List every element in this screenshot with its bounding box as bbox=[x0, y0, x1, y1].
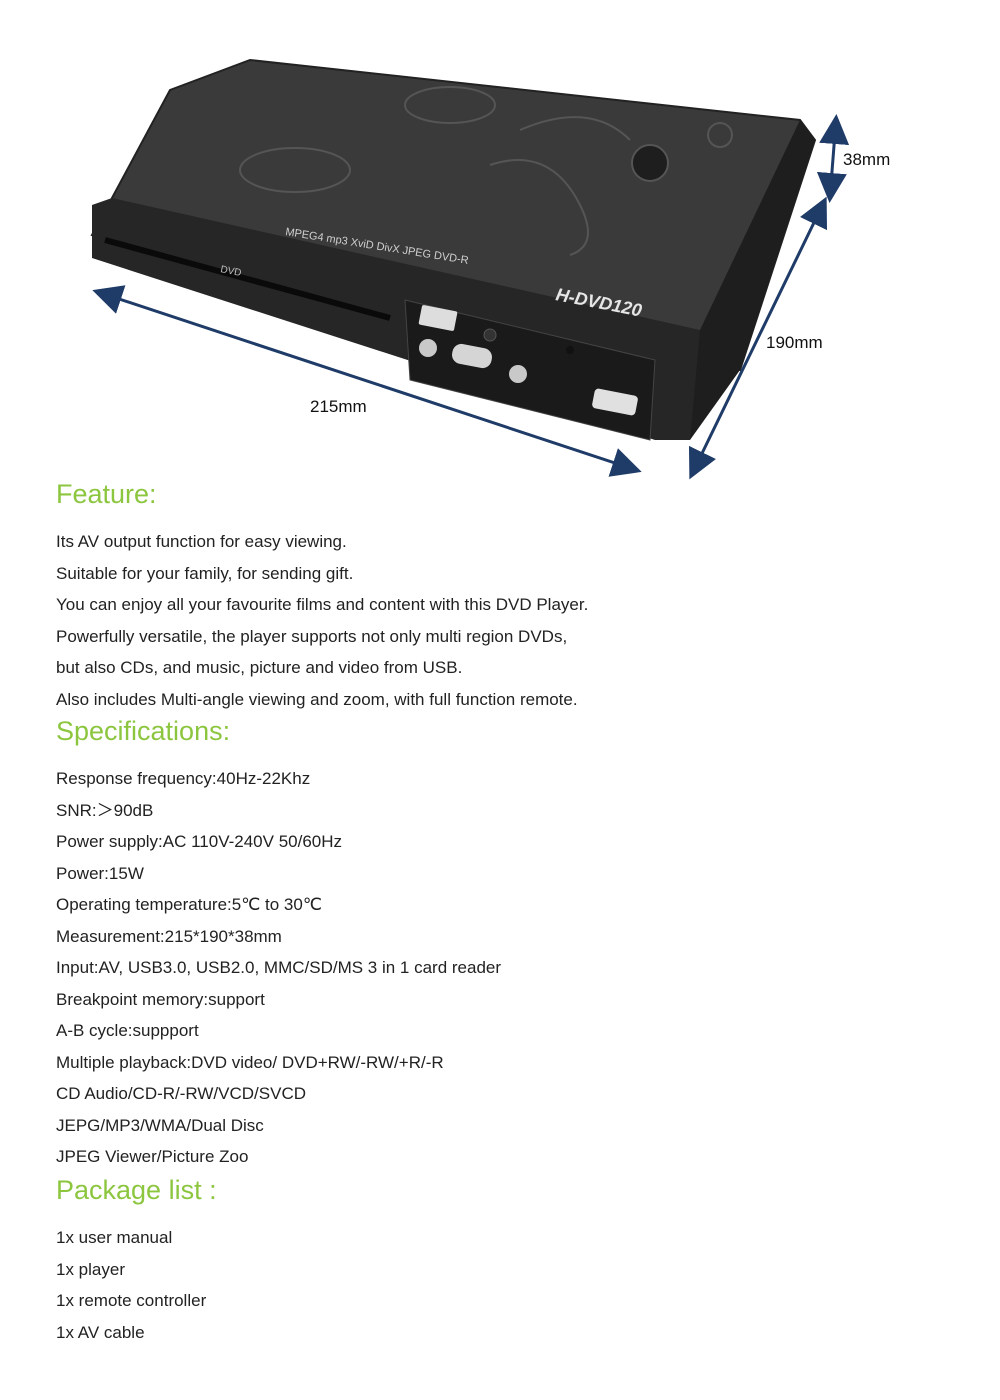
depth-arrow bbox=[688, 196, 828, 480]
spec-line: Measurement:215*190*38mm bbox=[56, 926, 282, 946]
spec-line: Response frequency:40Hz-22Khz bbox=[56, 769, 311, 788]
spec-line: CD Audio/CD-R/-RW/VCD/SVCD bbox=[56, 1084, 307, 1103]
feature-list: Its AV output function for easy viewing.… bbox=[56, 526, 956, 715]
feature-heading: Feature: bbox=[56, 479, 157, 509]
specifications-heading: Specifications: bbox=[56, 716, 231, 746]
feature-line: Also includes Multi-angle viewing and zo… bbox=[56, 689, 578, 709]
right-button bbox=[509, 365, 527, 383]
spec-line: Breakpoint memory:support bbox=[56, 989, 265, 1009]
spec-line: Operating temperature:5℃ to 30℃ bbox=[56, 895, 322, 914]
spec-line: SNR:＞90dB bbox=[56, 800, 154, 820]
spec-line: Input:AV, USB3.0, USB2.0, MMC/SD/MS 3 in… bbox=[56, 958, 502, 977]
indicator-led bbox=[566, 346, 574, 354]
feature-line: Suitable for your family, for sending gi… bbox=[56, 563, 354, 583]
package-list: 1x user manual 1x player 1x remote contr… bbox=[56, 1222, 956, 1348]
dimension-depth-label: 190mm bbox=[766, 333, 823, 352]
front-dvd-label: DVD bbox=[219, 264, 242, 279]
feature-line: You can enjoy all your favourite films a… bbox=[56, 595, 589, 614]
dimension-width-label: 215mm bbox=[310, 397, 367, 416]
feature-line: Powerfully versatile, the player support… bbox=[56, 626, 568, 646]
package-line: 1x user manual bbox=[56, 1228, 173, 1247]
feature-line: but also CDs, and music, picture and vid… bbox=[56, 658, 463, 677]
height-arrow bbox=[816, 114, 850, 203]
package-heading: Package list : bbox=[56, 1175, 217, 1205]
spec-line: Power:15W bbox=[56, 863, 144, 883]
feature-section: Feature: Its AV output function for easy… bbox=[56, 477, 956, 715]
feature-line: Its AV output function for easy viewing. bbox=[56, 532, 347, 551]
package-line: 1x remote controller bbox=[56, 1291, 207, 1310]
specifications-section: Specifications: Response frequency:40Hz-… bbox=[56, 714, 956, 1173]
spec-line: A-B cycle:suppport bbox=[56, 1021, 199, 1040]
spec-line: JEPG/MP3/WMA/Dual Disc bbox=[56, 1115, 264, 1135]
spec-line: Power supply:AC 110V-240V 50/60Hz bbox=[56, 832, 343, 851]
package-section: Package list : 1x user manual 1x player … bbox=[56, 1173, 956, 1348]
product-illustration: MPEG4 mp3 XviD DivX JPEG DVD-R H-DVD120 … bbox=[90, 58, 850, 480]
ir-sensor bbox=[483, 328, 497, 342]
spec-line: Multiple playback:DVD video/ DVD+RW/-RW/… bbox=[56, 1052, 444, 1072]
spec-line: JPEG Viewer/Picture Zoo bbox=[56, 1147, 249, 1166]
left-button bbox=[419, 339, 437, 357]
peacock-motif bbox=[239, 86, 733, 256]
dimension-height-label: 38mm bbox=[843, 150, 891, 169]
package-line: 1x player bbox=[56, 1259, 125, 1279]
specifications-list: Response frequency:40Hz-22Khz SNR:＞90dB … bbox=[56, 763, 956, 1173]
package-line: 1x AV cable bbox=[56, 1322, 145, 1342]
width-arrow bbox=[92, 285, 642, 477]
